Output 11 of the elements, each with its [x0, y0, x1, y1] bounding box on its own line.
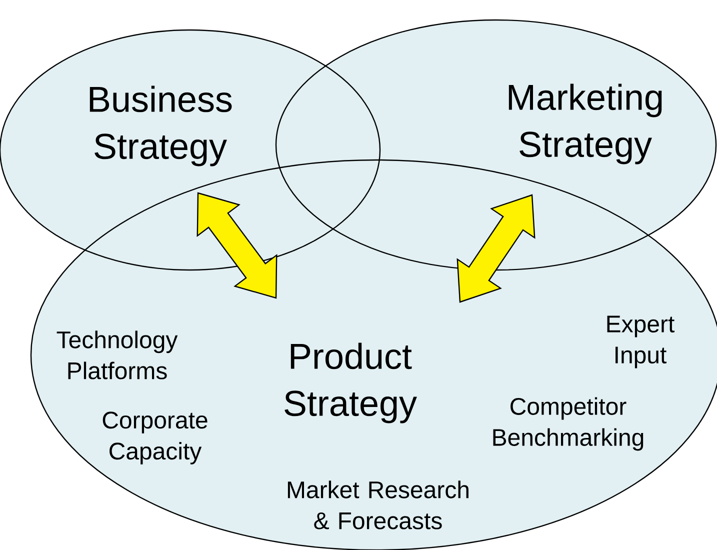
ellipse-title: Business Strategy: [90, 86, 232, 166]
ellipse-title: Product Strategy: [284, 342, 417, 424]
double-arrow: [456, 194, 536, 303]
factor-label: Corporate Capacity: [102, 412, 208, 464]
ellipse: [275, 19, 717, 271]
factor-label: Market Research & Forecasts: [288, 480, 468, 530]
ellipse-title: Marketing Strategy: [508, 84, 662, 164]
double-arrow: [196, 192, 278, 299]
factor-label: Expert Input: [607, 316, 674, 368]
factor-label: Technology Platforms: [56, 330, 178, 380]
factor-label: Competitor Benchmarking: [493, 397, 644, 451]
